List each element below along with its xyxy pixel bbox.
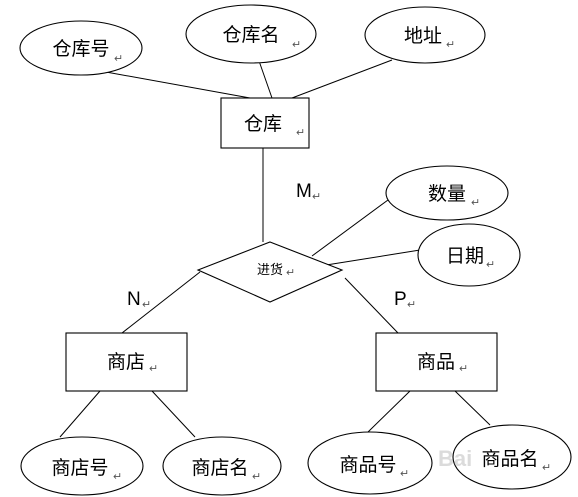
- svg-text:↵: ↵: [292, 39, 301, 51]
- attr-product-name-label: 商品名: [481, 448, 538, 470]
- svg-text:↵: ↵: [407, 299, 416, 311]
- edge-rel-product: [344, 277, 399, 334]
- attr-warehouse-no-label: 仓库号: [52, 38, 109, 60]
- edge-date: [319, 249, 421, 267]
- attr-address: 地址 ↵: [364, 6, 486, 64]
- entity-store: 商店 ↵: [65, 332, 188, 392]
- relationship-purchase: 进货 ↵: [196, 241, 344, 303]
- attr-store-name-label: 商店名: [191, 457, 248, 479]
- attr-store-name: 商店名 ↵: [162, 436, 282, 496]
- svg-text:↵: ↵: [446, 39, 455, 51]
- svg-text:↵: ↵: [486, 259, 495, 271]
- edge-product-no: [367, 390, 411, 433]
- attr-address-label: 地址: [404, 25, 442, 47]
- svg-text:↵: ↵: [114, 53, 123, 65]
- edge-warehouse-name: [257, 57, 273, 99]
- edge-store-name: [151, 390, 196, 438]
- entity-store-label: 商店: [107, 351, 145, 373]
- watermark: Bai: [438, 446, 472, 471]
- attr-product-name: 商品名 ↵: [452, 424, 572, 490]
- svg-text:↵: ↵: [459, 363, 468, 375]
- attr-store-no: 商店号 ↵: [20, 436, 144, 496]
- cardinality-n: N ↵: [127, 289, 151, 311]
- svg-text:↵: ↵: [149, 363, 158, 375]
- cardinality-p-label: P: [394, 289, 407, 310]
- edge-rel-store: [121, 271, 201, 334]
- cardinality-p: P ↵: [394, 289, 416, 311]
- edge-quantity: [311, 199, 389, 257]
- attr-date-label: 日期: [446, 245, 484, 267]
- svg-text:↵: ↵: [471, 197, 480, 209]
- entity-warehouse: 仓库 ↵: [220, 97, 310, 149]
- cardinality-n-label: N: [127, 289, 141, 310]
- svg-text:↵: ↵: [400, 468, 409, 480]
- entity-warehouse-label: 仓库: [244, 113, 282, 135]
- entity-product: 商品 ↵: [375, 332, 498, 392]
- attr-warehouse-name-label: 仓库名: [222, 24, 279, 46]
- entity-product-label: 商品: [417, 351, 455, 373]
- attr-date: 日期 ↵: [417, 223, 521, 287]
- svg-text:↵: ↵: [296, 127, 305, 139]
- cardinality-m: M ↵: [296, 181, 321, 203]
- attr-store-no-label: 商店号: [51, 457, 108, 479]
- attr-product-no-label: 商品号: [339, 454, 396, 476]
- attr-quantity: 数量 ↵: [385, 165, 509, 221]
- attr-warehouse-name: 仓库名 ↵: [185, 4, 317, 64]
- svg-text:↵: ↵: [252, 471, 261, 483]
- attr-warehouse-no: 仓库号 ↵: [19, 20, 143, 76]
- svg-text:↵: ↵: [286, 267, 295, 279]
- connector-lines: [59, 57, 491, 438]
- attr-quantity-label: 数量: [428, 183, 466, 205]
- attr-product-no: 商品号 ↵: [307, 431, 433, 495]
- edge-product-name: [454, 390, 491, 426]
- svg-text:↵: ↵: [142, 299, 151, 311]
- edge-store-no: [59, 390, 101, 438]
- svg-text:↵: ↵: [312, 191, 321, 203]
- cardinality-m-label: M: [296, 181, 312, 202]
- edge-address: [291, 59, 393, 99]
- relationship-purchase-label: 进货: [257, 262, 283, 278]
- svg-text:↵: ↵: [113, 471, 122, 483]
- svg-text:↵: ↵: [542, 462, 551, 474]
- edge-warehouse-no: [94, 69, 251, 99]
